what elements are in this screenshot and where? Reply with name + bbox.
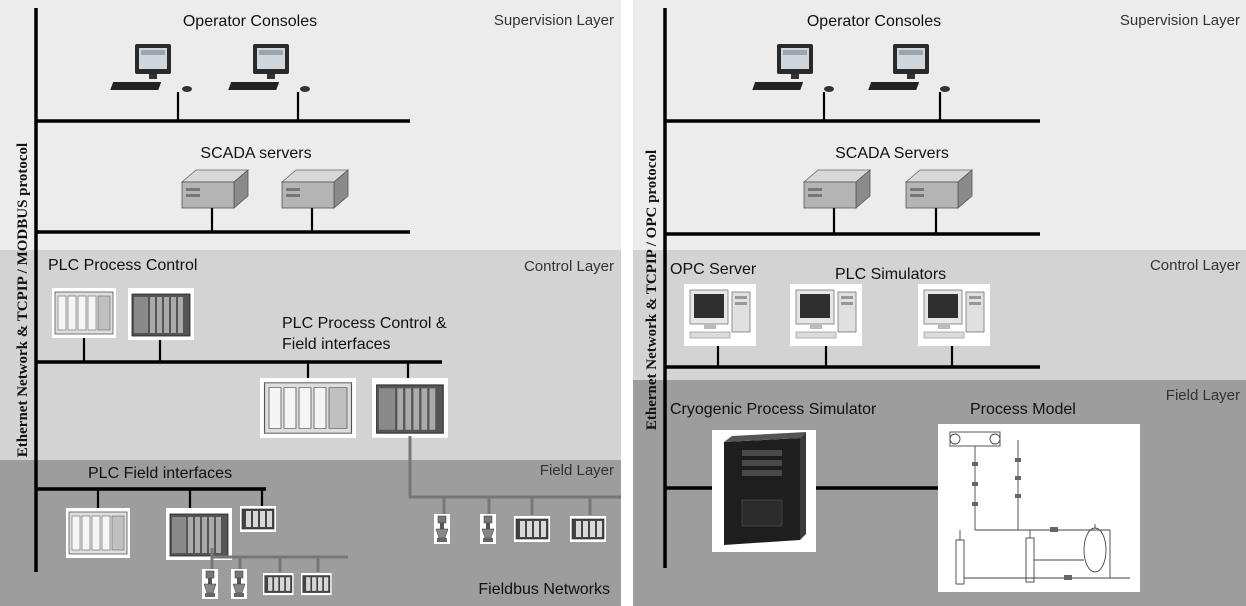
left-field-io-module-icon <box>569 515 607 543</box>
right-process-model-label: Process Model <box>970 401 1076 418</box>
right-plc-simulator-pc-icon <box>789 283 863 347</box>
right-supervision-layer-bg <box>633 0 1246 250</box>
left-operator-consoles-label: Operator Consoles <box>183 13 317 30</box>
right-plc-simulator-pc-icon <box>917 283 991 347</box>
right-operator-consoles-label: Operator Consoles <box>807 13 941 30</box>
left-plc-field-rack-icon <box>371 377 449 439</box>
right-vertical-protocol-label: Ethernet Network & TCPIP / OPC protocol <box>644 150 660 430</box>
left-field-plc-rack-icon <box>65 507 131 559</box>
left-plc-process-control-field-label-line2: Field interfaces <box>282 336 391 353</box>
left-plc-process-control-field-label-line1: PLC Process Control & <box>282 315 447 332</box>
left-plc-field-interfaces-label: PLC Field interfaces <box>88 465 232 482</box>
right-opc-server-label: OPC Server <box>670 261 757 278</box>
left-field-layer-label: Field Layer <box>540 462 614 479</box>
left-field-io-module-icon <box>513 515 551 543</box>
left-panel: Supervision Layer Control Layer Field La… <box>0 0 621 606</box>
left-scada-server-icon <box>181 169 249 209</box>
left-fieldbus-valve-icon <box>201 568 219 600</box>
left-plc-process-control-label: PLC Process Control <box>48 257 197 274</box>
right-scada-server-icon <box>803 169 871 209</box>
panel-divider <box>621 0 633 606</box>
right-opc-server-pc-icon <box>683 283 757 347</box>
right-process-model-schematic <box>938 424 1140 592</box>
right-plc-simulators-label: PLC Simulators <box>835 266 946 283</box>
left-scada-server-icon <box>281 169 349 209</box>
left-fieldbus-valve-icon <box>230 568 248 600</box>
left-field-valve-icon <box>433 513 451 545</box>
left-field-plc-rack-icon <box>165 507 233 561</box>
left-supervision-layer-bg <box>0 0 621 250</box>
left-field-valve-icon <box>479 513 497 545</box>
left-supervision-layer-label: Supervision Layer <box>494 12 614 29</box>
right-control-layer-label: Control Layer <box>1150 257 1240 274</box>
left-fieldbus-right-link <box>408 436 621 499</box>
right-supervision-layer-label: Supervision Layer <box>1120 12 1240 29</box>
left-fieldbus-networks-label: Fieldbus Networks <box>478 581 610 598</box>
right-scada-server-icon <box>905 169 973 209</box>
left-field-io-module-icon <box>239 505 277 533</box>
left-plc-rack-icon <box>127 287 195 341</box>
left-fieldbus-io-module-icon <box>262 572 295 596</box>
left-plc-rack-icon <box>51 287 117 339</box>
right-panel: Supervision Layer Control Layer Field La… <box>633 0 1246 606</box>
left-plc-field-rack-icon <box>259 377 357 439</box>
left-fieldbus-io-module-icon <box>300 572 333 596</box>
right-field-layer-label: Field Layer <box>1166 387 1240 404</box>
left-scada-servers-label: SCADA servers <box>200 145 311 162</box>
left-control-layer-label: Control Layer <box>524 258 614 275</box>
right-simulator-tower-pc-icon <box>724 432 806 545</box>
left-vertical-protocol-label: Ethernet Network & TCPIP / MODBUS protoc… <box>15 143 31 457</box>
right-cryogenic-simulator-label: Cryogenic Process Simulator <box>670 401 877 418</box>
right-scada-servers-label: SCADA Servers <box>835 145 949 162</box>
